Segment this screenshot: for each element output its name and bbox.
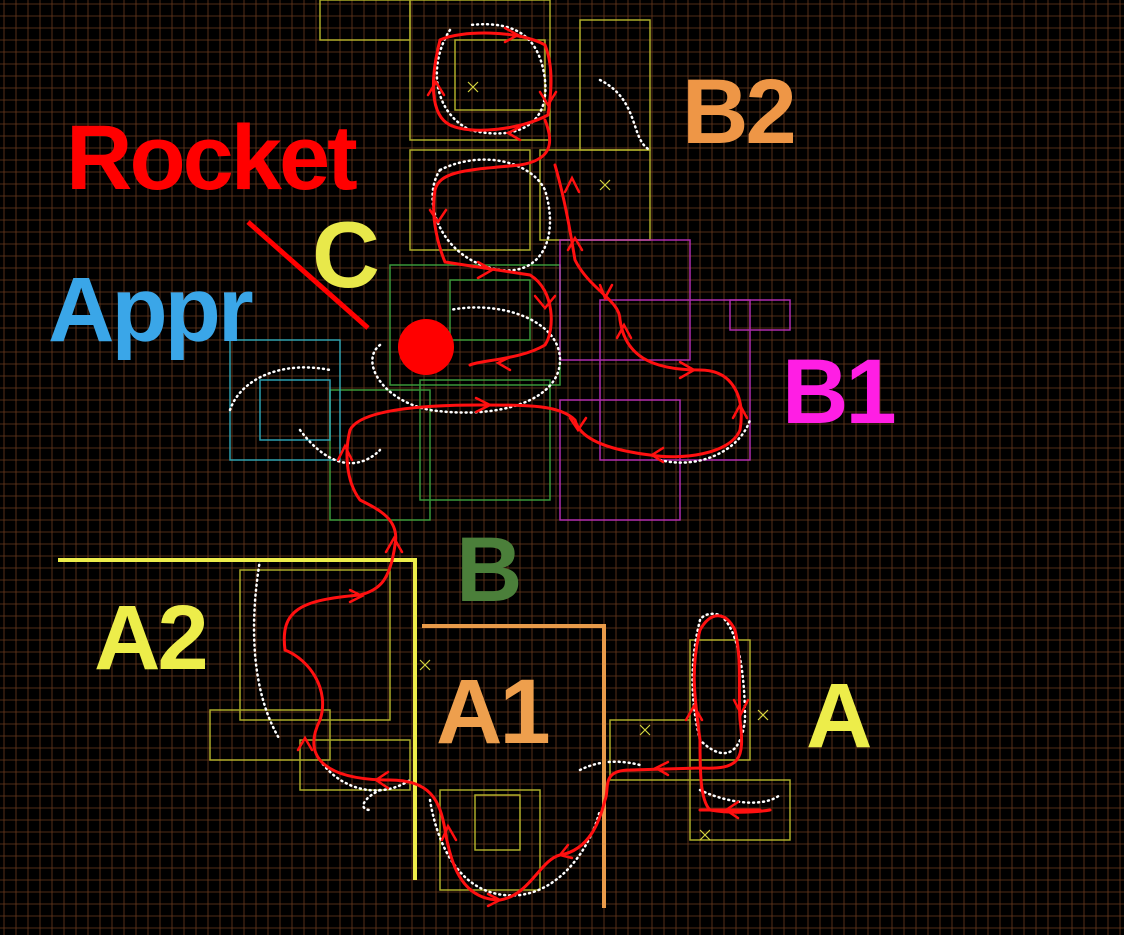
structures-a2 [209,569,411,791]
route [282,31,772,902]
route-arrows [296,26,750,908]
zone-a2-border [58,558,417,880]
label-a1: A1 [436,661,551,763]
label-b1: B1 [782,341,897,443]
zone-a1-border [422,624,606,908]
label-b2: B2 [682,61,797,163]
label-a: A [806,665,872,767]
label-appr: Appr [48,259,254,361]
rocket-marker[interactable] [398,319,454,375]
structures-appr [229,339,341,461]
structures-b2 [319,0,651,251]
label-c: C [312,202,380,307]
x-markers [419,81,769,841]
zone-dividers [58,558,606,908]
structures-a [609,639,791,841]
label-b: B [456,519,522,621]
label-a2: A2 [94,587,209,689]
label-rocket: Rocket [66,107,358,209]
rocket-pointer-line [246,220,370,330]
structures-b1 [559,239,791,521]
